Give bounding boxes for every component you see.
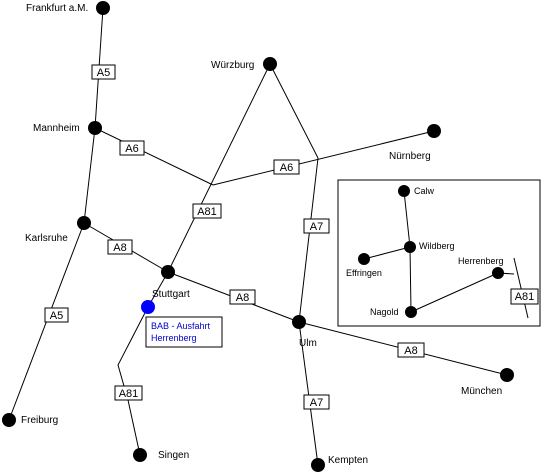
city-label-karlsruhe: Karlsruhe (25, 233, 68, 244)
inset-label-effringen: Effringen (346, 268, 382, 278)
inset-road-nagold-herrenberg (410, 272, 499, 313)
city-label-frankfurt: Frankfurt a.M. (26, 3, 88, 14)
shield-a7-north-label: A7 (310, 221, 323, 233)
inset-road-a81 (513, 257, 529, 319)
shield-a5-south-label: A5 (50, 310, 63, 322)
city-dot-freiburg (2, 413, 16, 427)
inset-label-calw: Calw (414, 186, 435, 196)
road-a81-wuerzburg-stuttgart (167, 63, 271, 273)
city-dot-mannheim (88, 121, 102, 135)
shield-a8-west-label: A8 (113, 242, 126, 254)
city-dot-kempten (311, 458, 325, 472)
road-a6-mannheim-junction (94, 127, 214, 186)
inset-city-dot-wildberg (404, 241, 416, 253)
road-a6-junction-nuernberg (212, 130, 435, 186)
shield-a6-west-label: A6 (125, 143, 138, 155)
shield-a5-north (91, 64, 116, 80)
city-label-freiburg: Freiburg (21, 415, 58, 426)
shield-a6-east (273, 159, 300, 175)
shield-a81-north (192, 203, 222, 219)
city-dot-ulm (292, 315, 306, 329)
inset-city-dot-herrenberg (492, 267, 504, 279)
inset-shield-a81 (510, 288, 539, 305)
inset-label-nagold: Nagold (370, 307, 399, 317)
inset-frame (337, 179, 541, 327)
shield-a8-east-label: A8 (404, 345, 417, 357)
shield-a5-south (44, 307, 69, 323)
road-shields: A5 A5 A6 A6 A81 A81 A8 A8 A8 A7 A7 (44, 64, 425, 410)
city-dot-nuernberg (427, 124, 441, 138)
shield-a6-west (119, 140, 145, 156)
city-dot-karlsruhe (77, 216, 91, 230)
shield-a6-east-label: A6 (280, 162, 293, 174)
inset-label-wildberg: Wildberg (419, 241, 455, 251)
shield-a8-middle-label: A8 (236, 292, 249, 304)
road-wuerzburg-a7-start (269, 63, 319, 159)
city-label-nuernberg: Nürnberg (389, 151, 431, 162)
city-label-kempten: Kempten (328, 455, 368, 466)
shield-a8-east (397, 342, 425, 358)
road-a5-mannheim-karlsruhe (83, 127, 96, 224)
city-label-mannheim: Mannheim (33, 123, 80, 134)
shield-a8-west (107, 239, 133, 255)
road-a81-exit-singen (117, 306, 149, 456)
city-label-muenchen: München (461, 386, 502, 397)
shield-a7-south-label: A7 (310, 397, 323, 409)
city-label-singen: Singen (158, 450, 189, 461)
shield-a81-north-label: A81 (197, 206, 217, 218)
shield-a7-south (303, 394, 330, 410)
exit-dot-herrenberg (141, 300, 155, 314)
inset-map: Calw Wildberg Effringen Herrenberg Nagol… (337, 179, 541, 327)
inset-city-dot-calw (398, 185, 410, 197)
exit-label-line1: BAB - Ausfahrt (151, 321, 211, 331)
city-dot-singen (133, 448, 147, 462)
exit-marker: BAB - Ausfahrt Herrenberg (141, 300, 223, 348)
shield-a8-middle (229, 289, 256, 305)
city-dot-muenchen (500, 368, 514, 382)
city-label-wuerzburg: Würzburg (211, 60, 254, 71)
inset-road-calw-wildberg (403, 190, 411, 248)
road-a7-south (298, 321, 319, 466)
inset-label-herrenberg: Herrenberg (458, 256, 504, 266)
city-label-stuttgart: Stuttgart (152, 289, 190, 300)
city-dot-frankfurt (96, 1, 110, 15)
exit-label-line2: Herrenberg (151, 333, 197, 343)
city-label-ulm: Ulm (299, 338, 317, 349)
shield-a81-south-label: A81 (119, 388, 139, 400)
exit-label-box (145, 316, 223, 348)
city-labels: Frankfurt a.M. Mannheim Karlsruhe Freibu… (21, 3, 502, 466)
city-dot-stuttgart (161, 265, 175, 279)
inset-road-wildberg-effringen (363, 246, 411, 260)
city-dot-wuerzburg (263, 57, 277, 71)
shield-a81-south (114, 385, 143, 401)
inset-city-dot-effringen (358, 253, 370, 265)
shield-a7-north (303, 218, 330, 234)
inset-road-wildberg-nagold (409, 246, 412, 313)
inset-shield-a81-label: A81 (515, 291, 535, 303)
inset-city-dot-nagold (405, 306, 417, 318)
shield-a5-north-label: A5 (97, 67, 110, 79)
road-a7-north (298, 157, 319, 323)
city-markers (2, 1, 514, 472)
